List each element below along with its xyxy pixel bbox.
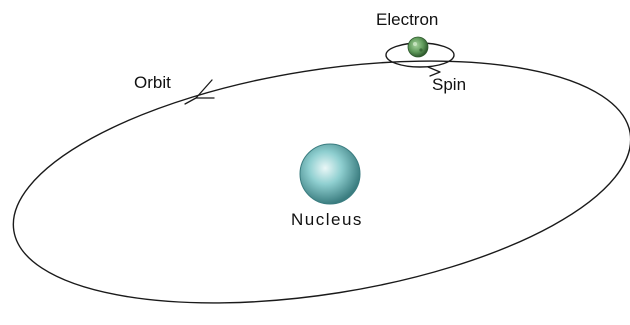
electron-texture [413, 42, 417, 46]
electron [408, 37, 428, 57]
electron-texture-2 [419, 48, 422, 51]
nucleus [300, 144, 360, 204]
spin-label: Spin [432, 75, 466, 94]
nucleus-label: Nucleus [291, 210, 363, 229]
orbit-label: Orbit [134, 73, 171, 92]
orbit-direction-arrow [196, 80, 214, 98]
electron-label: Electron [376, 10, 438, 29]
